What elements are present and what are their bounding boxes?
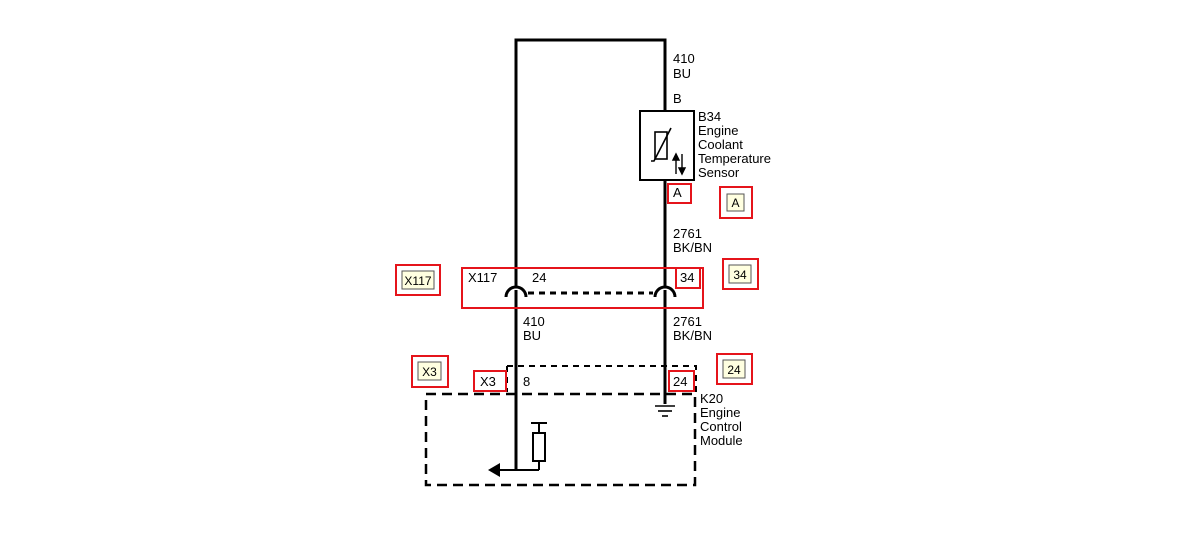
wire-lower-left-color: BU: [523, 328, 541, 343]
highlight-pin-a: [667, 183, 692, 204]
sensor-name-3: Temperature: [698, 151, 771, 166]
x117-terminal-24: [504, 285, 528, 298]
highlight-x117-connector: [461, 267, 704, 309]
module-name-3: Module: [700, 433, 743, 448]
x117-pin-right: 34: [680, 270, 694, 285]
highlight-pin-24: [668, 370, 695, 392]
x117-terminals: [504, 285, 677, 298]
sensor-name-1: Engine: [698, 123, 738, 138]
module-ref: K20: [700, 391, 723, 406]
wire-top-color: BU: [673, 66, 691, 81]
x117-terminal-34: [653, 285, 677, 298]
x3-connector-box: [506, 365, 697, 392]
x117-pin-left: 24: [532, 270, 546, 285]
callout-a[interactable]: A: [719, 186, 753, 219]
wire-lower-right-circuit: 2761: [673, 314, 702, 329]
x117-name: X117: [468, 270, 497, 285]
x3-name: X3: [480, 374, 496, 389]
highlight-pin-34: [675, 267, 701, 289]
module-name-2: Control: [700, 419, 742, 434]
sensor-b34[interactable]: [639, 110, 695, 181]
thermistor-slash: [651, 127, 672, 162]
sensor-pin-a: A: [673, 185, 682, 200]
wire-top-circuit: 410: [673, 51, 695, 66]
sensor-name-2: Coolant: [698, 137, 743, 152]
wire-410-top-loop[interactable]: [514, 38, 667, 286]
callout-24[interactable]: 24: [716, 353, 753, 385]
temperature-arrows-icon: [671, 152, 687, 176]
callout-34[interactable]: 34: [722, 258, 759, 290]
wire-lower-right-color: BK/BN: [673, 328, 712, 343]
wire-lower-left-circuit: 410: [523, 314, 545, 329]
thermistor-symbol: [654, 131, 668, 160]
sensor-name-4: Sensor: [698, 165, 740, 180]
callout-x117[interactable]: X117: [395, 264, 441, 296]
callout-x3[interactable]: X3: [411, 355, 449, 388]
resistor-icon: [516, 422, 547, 471]
svg-text:X117: X117: [404, 274, 431, 288]
sensor-pin-b: B: [673, 91, 682, 106]
svg-text:A: A: [731, 196, 739, 210]
ground-icon: [655, 405, 675, 417]
svg-text:X3: X3: [422, 365, 437, 379]
svg-text:24: 24: [727, 363, 741, 377]
x3-pin-left: 8: [523, 374, 530, 389]
module-name-1: Engine: [700, 405, 740, 420]
sensor-ref: B34: [698, 109, 721, 124]
highlight-frames: [461, 183, 704, 392]
wire-lines: [514, 38, 667, 470]
module-k20-box[interactable]: [424, 392, 697, 487]
svg-text:34: 34: [733, 268, 747, 282]
module-input-arrow-icon: [488, 463, 500, 477]
x3-pin-right: 24: [673, 374, 687, 389]
highlight-x3: [473, 370, 507, 392]
wire-mid-circuit: 2761: [673, 226, 702, 241]
wire-mid-color: BK/BN: [673, 240, 712, 255]
